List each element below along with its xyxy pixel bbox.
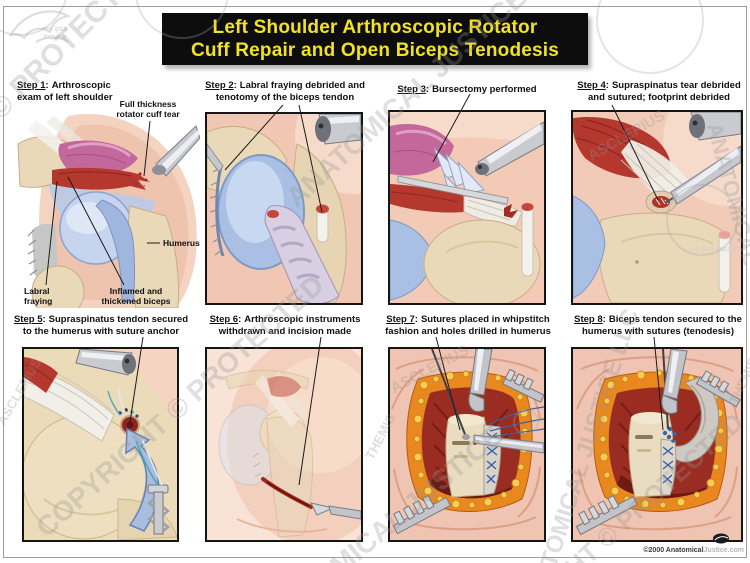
step-3-panel [388, 110, 546, 305]
step-2-illustration [207, 114, 361, 303]
rake-retractor-bottom [575, 495, 638, 536]
step-1-label: Step 1 [17, 80, 46, 91]
step-7-panel [388, 347, 546, 542]
step-5-illustration [24, 349, 177, 540]
step-5-panel [22, 347, 179, 542]
exhibit-title: Left Shoulder Arthroscopic Rotator Cuff … [162, 13, 588, 65]
publisher-site-text: Justice.com [703, 547, 744, 554]
step-4-label: Step 4 [577, 80, 606, 91]
step-1-illustration [8, 112, 201, 319]
step-3-illustration [390, 112, 544, 303]
copyright-text: ©2000 Anatomical [643, 547, 704, 554]
step-5-caption: Step 5:Supraspinatus tendon secured to t… [13, 314, 189, 337]
step-7-caption: Step 7:Sutures placed in whipstitch fash… [385, 314, 551, 337]
rake-retractor-bottom [392, 495, 452, 535]
publisher-logo-icon [713, 533, 729, 544]
footer-credit: ©2000 AnatomicalJustice.com [638, 533, 746, 556]
page-border [3, 6, 747, 558]
step-8-panel [571, 347, 743, 542]
step-4-panel [571, 110, 743, 305]
label-humerus: Humerus [163, 238, 200, 248]
title-line-2: Cuff Repair and Open Biceps Tenodesis [190, 40, 560, 61]
step-2-caption: Step 2:Labral fraying debrided and tenot… [205, 80, 365, 103]
step-6-panel [205, 347, 363, 542]
label-inflamed-biceps: Inflamed and thickened biceps [101, 286, 171, 306]
step-2-label: Step 2 [205, 80, 234, 91]
step-6-caption: Step 6:Arthroscopic instruments withdraw… [209, 314, 361, 337]
title-line-1: Left Shoulder Arthroscopic Rotator [212, 17, 538, 38]
rake-retractor-right [695, 370, 741, 408]
step-6-illustration [207, 349, 361, 540]
step-4-caption: Step 4:Supraspinatus tear debrided and s… [577, 80, 741, 103]
step-6-label: Step 6 [209, 314, 239, 325]
step-7-illustration [390, 349, 544, 540]
step-3-caption: Step 3:Bursectomy performed [397, 84, 537, 95]
step-8-caption: Step 8:Biceps tendon secured to the hume… [574, 314, 742, 337]
rake-retractor-right [502, 368, 544, 403]
step-5-label: Step 5 [13, 314, 43, 325]
step-7-label: Step 7 [386, 314, 415, 325]
step-4-illustration [573, 112, 741, 303]
step-8-label: Step 8 [574, 314, 603, 325]
step-1-caption: Step 1:Arthroscopic exam of left shoulde… [17, 80, 113, 103]
step-2-panel [205, 112, 363, 305]
step-3-label: Step 3 [397, 84, 426, 95]
label-full-thickness-tear: Full thickness rotator cuff tear [116, 99, 180, 119]
label-labral-fraying: Labral fraying [24, 286, 53, 306]
step-8-illustration [573, 349, 741, 540]
